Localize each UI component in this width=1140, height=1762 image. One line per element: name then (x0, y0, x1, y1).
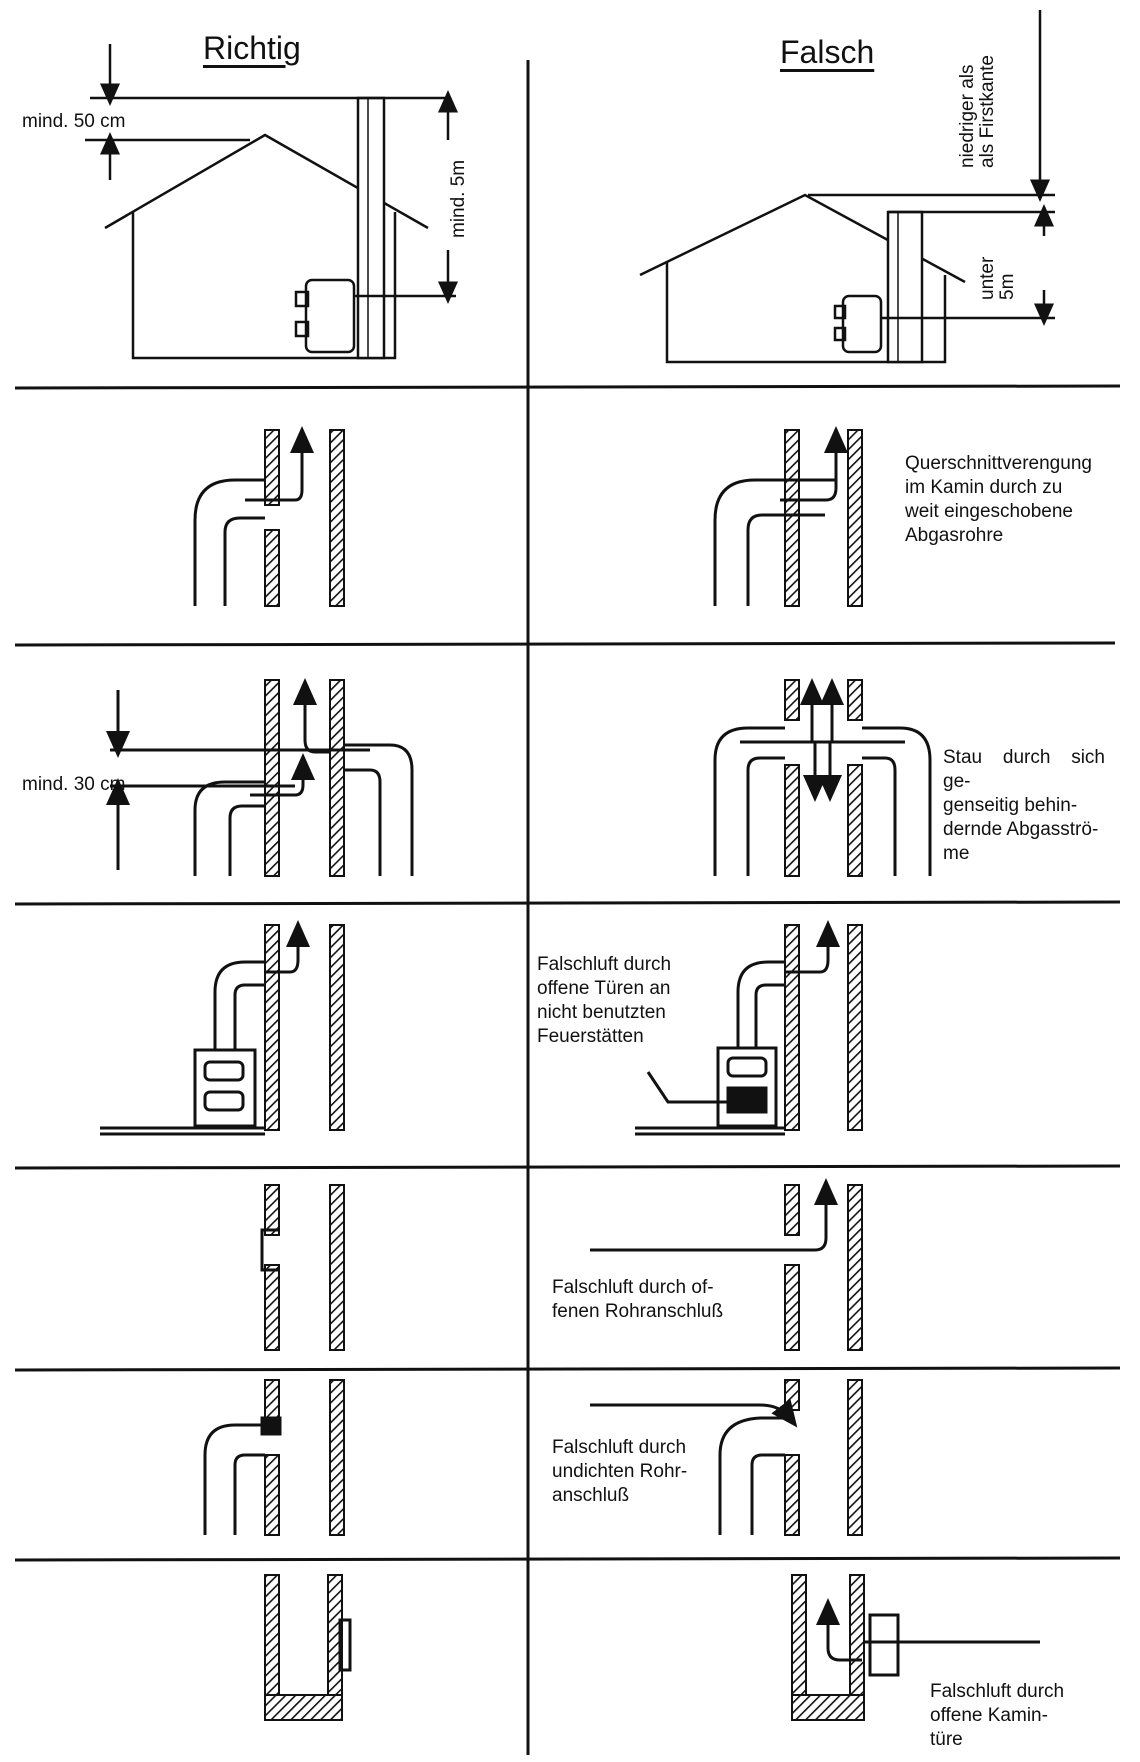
note-congestion: Stau durch sich ge- genseitig behin- der… (943, 747, 1105, 864)
pipe-leaky-wrong (590, 1379, 863, 1536)
note-leaky-pipe: Falschluft durch undichten Rohr- anschlu… (552, 1437, 688, 1506)
flue-wrong-3 (713, 678, 932, 877)
label-chimney-height: mind. 5m (448, 159, 469, 238)
grid-lines (14, 60, 1121, 1755)
chimney-base-correct (264, 1574, 352, 1721)
note-cross-section: Querschnittverengung im Kamin durch zu w… (905, 453, 1092, 546)
header-correct: Richtig (203, 30, 301, 66)
house-wrong (639, 10, 1055, 364)
pipe-closed-correct (260, 1184, 345, 1351)
flue-correct-3 (106, 678, 414, 877)
chimney-base-wrong (791, 1574, 1040, 1721)
flue-correct-2 (193, 426, 345, 607)
house-correct (85, 44, 458, 360)
flue-wrong-2 (713, 426, 863, 607)
label-height-under: unter 5m (977, 256, 1018, 300)
pipe-sealed-correct (203, 1379, 345, 1536)
label-offset-30cm: mind. 30 cm (22, 774, 126, 795)
stove-correct (100, 920, 345, 1136)
stove-wrong (635, 920, 863, 1136)
label-below-ridge: niedriger als als Firstkante (957, 55, 998, 168)
note-open-doors: Falschluft durch offene Türen an nicht b… (537, 954, 672, 1047)
pipe-open-wrong (590, 1178, 863, 1351)
note-open-door: Falschluft durch offene Kamin- türe (930, 1681, 1065, 1750)
header-wrong: Falsch (780, 34, 875, 70)
label-ridge-clearance: mind. 50 cm (22, 111, 126, 132)
note-open-pipe: Falschluft durch of- fenen Rohranschluß (552, 1277, 724, 1322)
